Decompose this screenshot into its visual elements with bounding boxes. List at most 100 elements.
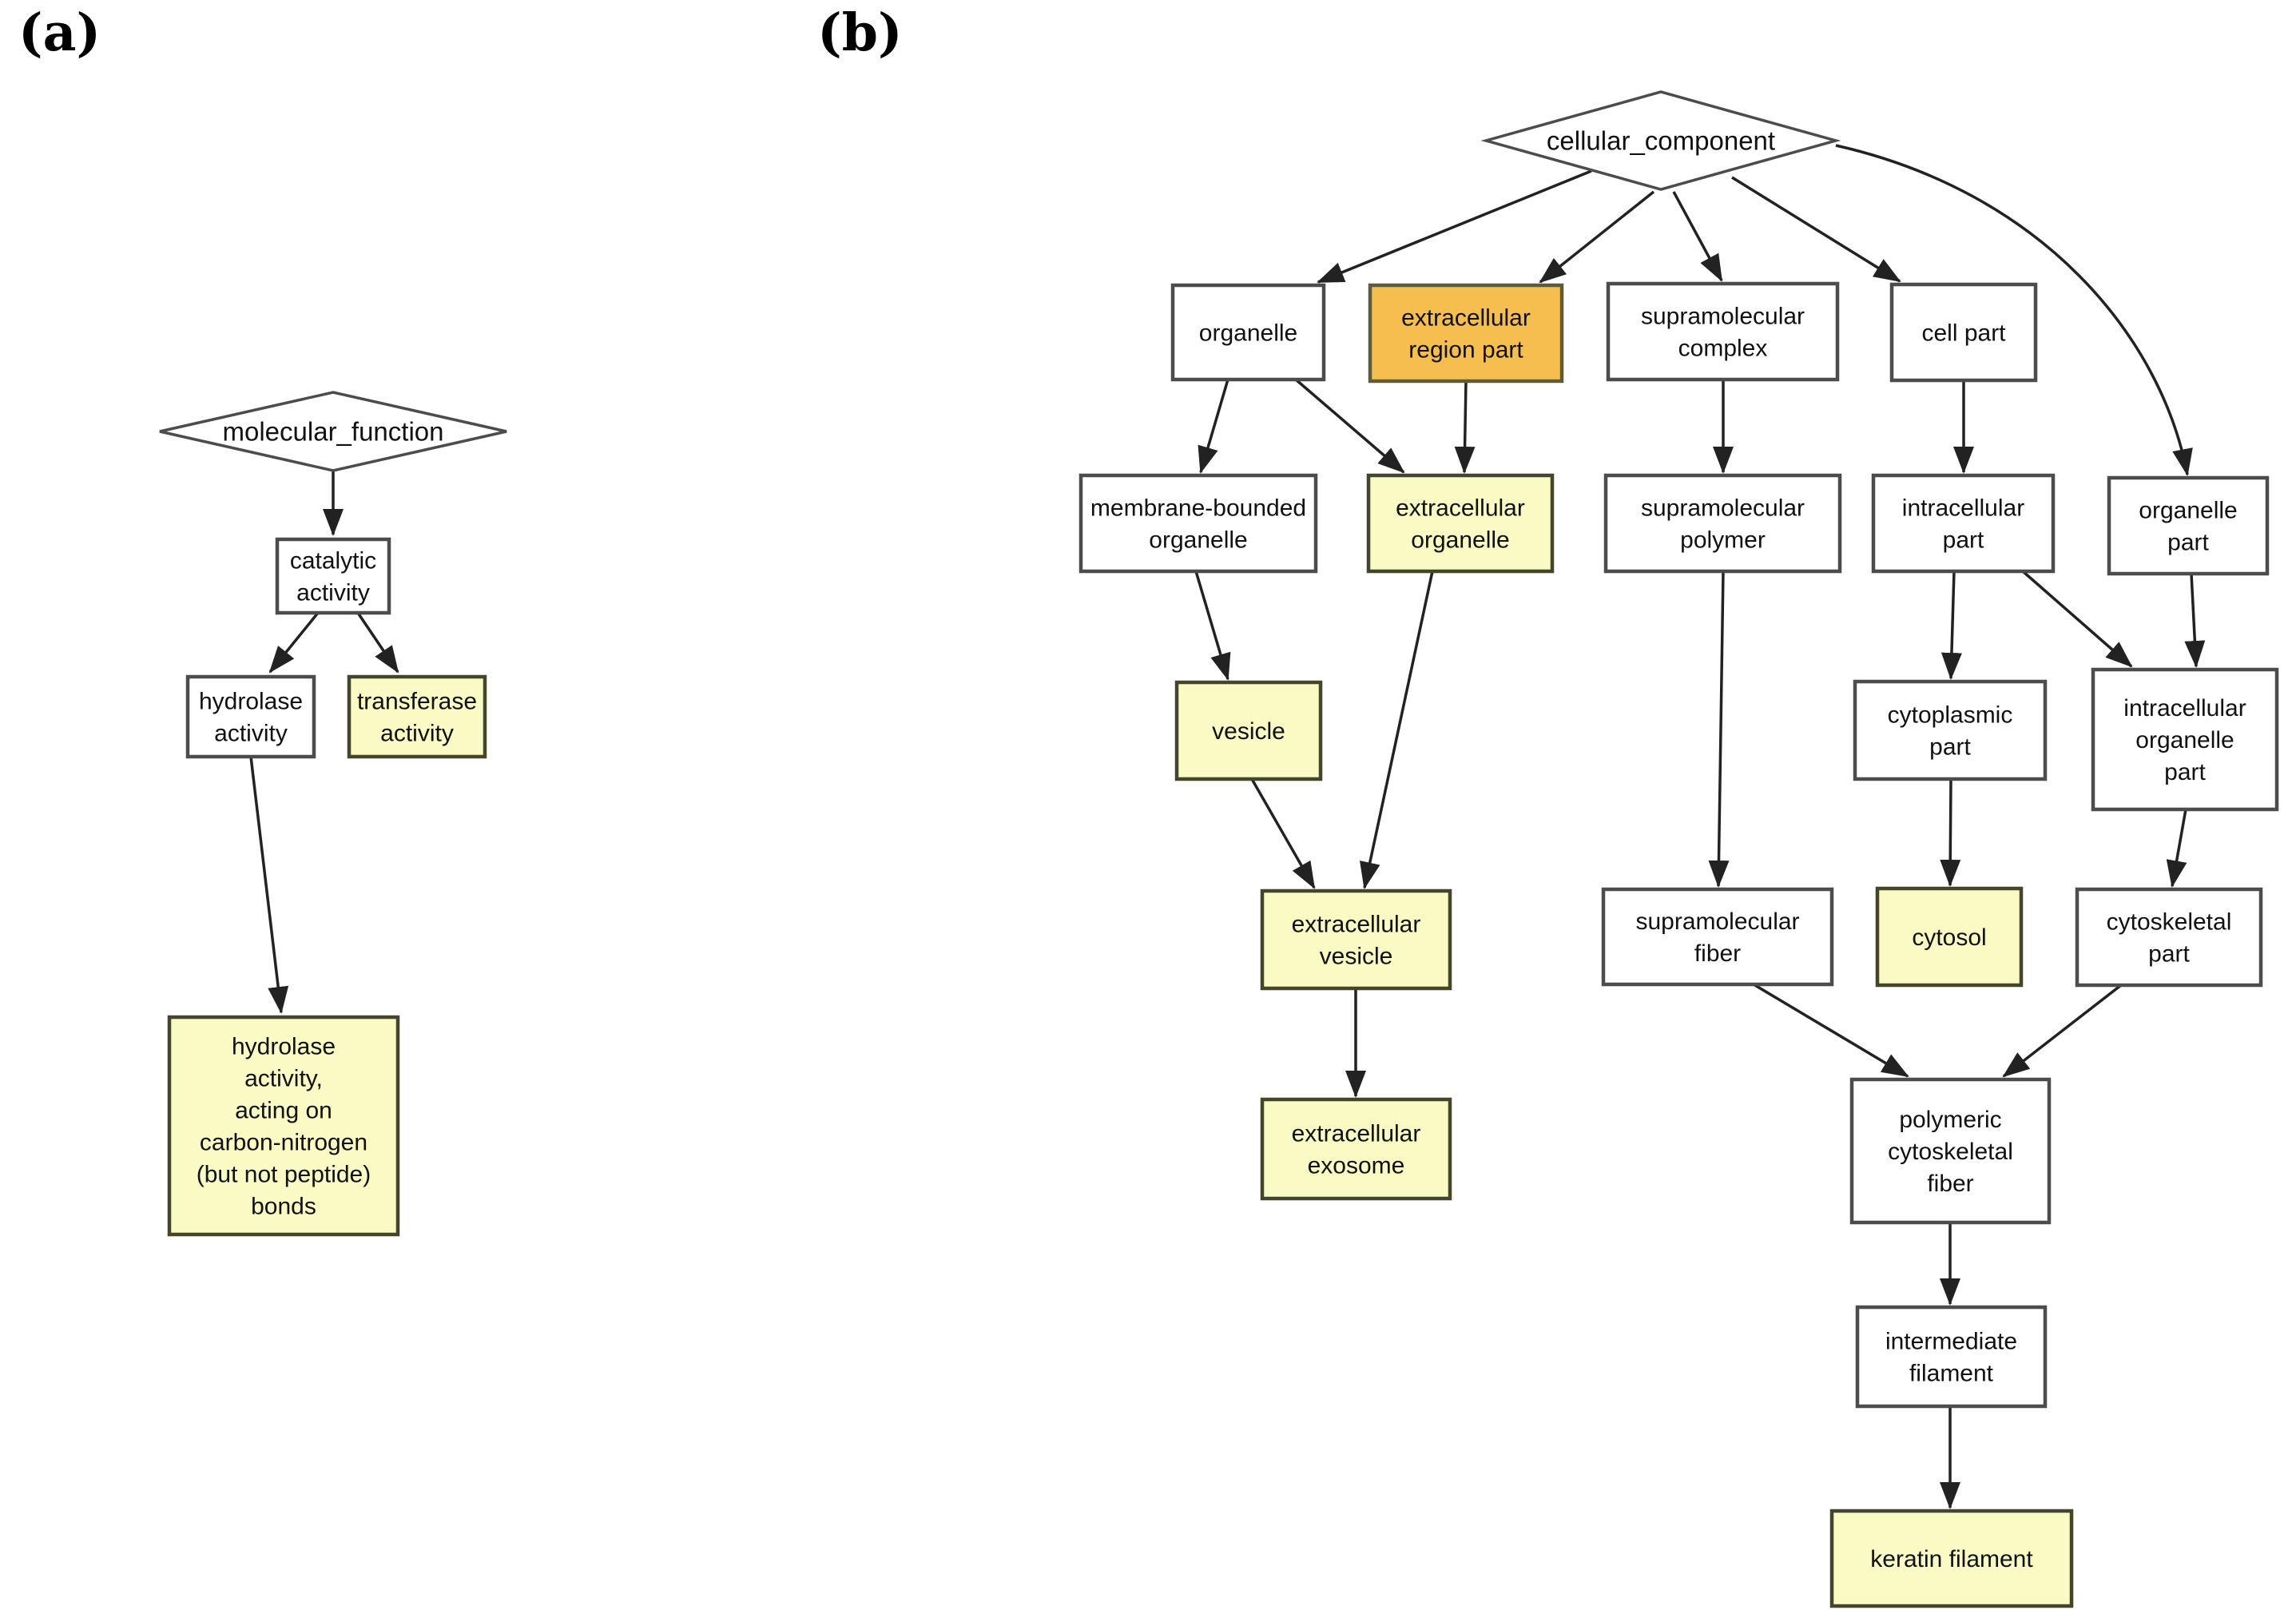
node-organelle: organelle — [1170, 283, 1326, 382]
edge-cellular-component-to-cell-part — [1731, 176, 1901, 283]
intracellular-part-shape — [1871, 473, 2056, 574]
node-molecular-function: molecular_function — [159, 391, 507, 472]
vesicle-label: vesicle — [1212, 718, 1285, 745]
cytosol-label: cytosol — [1912, 924, 1986, 951]
cytosol-shape — [1875, 886, 2024, 988]
cytoskeletal-part-shape — [2075, 887, 2263, 988]
molecular-function-label: molecular_function — [223, 417, 444, 447]
extracellular-vesicle-shape — [1260, 888, 1452, 991]
catalytic-activity-shape — [275, 537, 391, 615]
intracellular-organelle-part-shape — [2091, 667, 2279, 812]
edge-organelle-to-membrane-bounded-organelle — [1198, 379, 1229, 474]
node-cell-part: cell part — [1889, 282, 2038, 383]
cytoplasmic-part-shape — [1853, 679, 2048, 781]
transferase-activity-shape — [347, 674, 487, 759]
hydrolase-activity-shape — [185, 674, 316, 759]
edge-intracellular-part-to-intracellular-organelle-part — [2021, 570, 2133, 668]
node-cellular-component: cellular_component — [1480, 90, 1841, 191]
edge-intracellular-organelle-part-to-cytoskeletal-part — [2166, 809, 2187, 888]
edge-extracellular-region-part-to-extracellular-organelle — [1454, 380, 1476, 474]
organelle-label: organelle — [1199, 320, 1297, 347]
edge-catalytic-activity-to-hydrolase-activity — [268, 611, 320, 674]
keratin-filament-shape — [1829, 1509, 2074, 1608]
supramolecular-fiber-shape — [1601, 887, 1834, 987]
edge-organelle-part-to-intracellular-organelle-part — [2184, 573, 2206, 668]
edges-layer — [249, 144, 2206, 1509]
cellular-component-label: cellular_component — [1547, 126, 1775, 156]
edge-cytoskeletal-part-to-polymeric-cytoskeletal-fiber — [2002, 984, 2123, 1078]
node-vesicle: vesicle — [1174, 680, 1323, 781]
edge-cellular-component-to-organelle-part — [1835, 144, 2193, 476]
edge-membrane-bounded-organelle-to-vesicle — [1194, 570, 1231, 681]
supramolecular-polymer-shape — [1603, 473, 1842, 574]
cell-part-shape — [1889, 282, 2038, 383]
edge-supramolecular-fiber-to-polymeric-cytoskeletal-fiber — [1753, 983, 1909, 1078]
edge-organelle-to-extracellular-organelle — [1294, 378, 1405, 474]
edge-cellular-component-to-supramolecular-complex — [1672, 191, 1723, 282]
extracellular-exosome-shape — [1260, 1097, 1452, 1201]
membrane-bounded-organelle-shape — [1078, 473, 1318, 574]
supramolecular-complex-shape — [1606, 281, 1840, 382]
edge-supramolecular-polymer-to-supramolecular-fiber — [1708, 570, 1730, 888]
extracellular-organelle-shape — [1366, 473, 1555, 574]
edge-extracellular-organelle-to-extracellular-vesicle — [1360, 570, 1434, 889]
edge-cellular-component-to-extracellular-region-part — [1539, 190, 1655, 284]
polymeric-cytoskeletal-fiber-shape — [1849, 1077, 2052, 1225]
organelle-part-shape — [2107, 475, 2270, 576]
intermediate-filament-shape — [1855, 1305, 2048, 1409]
vesicle-shape — [1174, 680, 1323, 781]
edge-catalytic-activity-to-transferase-activity — [356, 612, 399, 674]
edge-cellular-component-to-organelle — [1317, 169, 1592, 284]
edge-cytoplasmic-part-to-cytosol — [1940, 778, 1961, 887]
cellular-component-shape — [1480, 90, 1841, 191]
edge-intracellular-part-to-cytoplasmic-part — [1940, 570, 1962, 680]
edge-hydrolase-activity-to-hydrolase-activity-cn-bonds — [249, 756, 289, 1014]
hydrolase-activity-cn-bonds-shape — [167, 1015, 400, 1237]
molecular-function-shape — [159, 391, 507, 472]
node-keratin-filament: keratin filament — [1829, 1509, 2074, 1608]
edge-vesicle-to-extracellular-vesicle — [1250, 778, 1316, 889]
cell-part-label: cell part — [1921, 320, 2006, 347]
organelle-shape — [1170, 283, 1326, 382]
keratin-filament-label: keratin filament — [1870, 1546, 2033, 1572]
